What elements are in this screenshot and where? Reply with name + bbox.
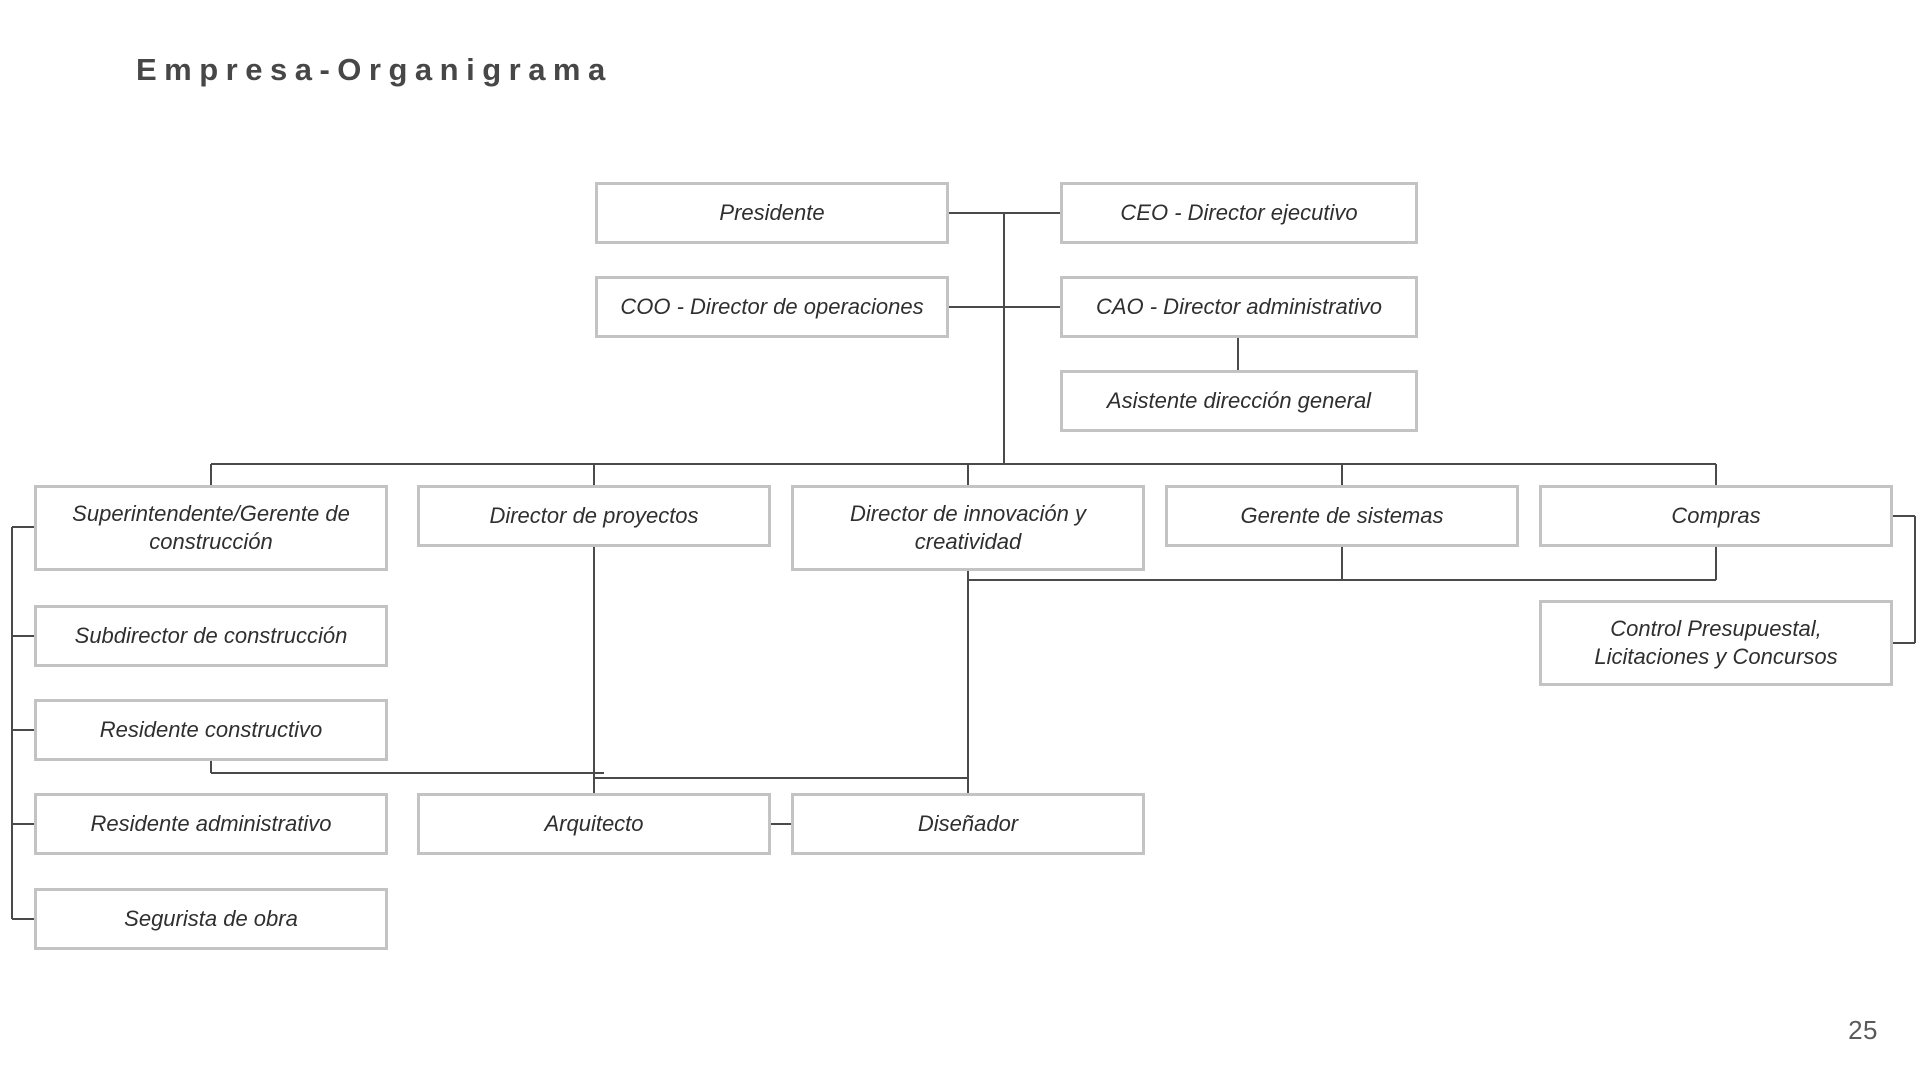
- node-director-de-innovacion-y-creatividad[interactable]: Director de innovación y creatividad: [791, 485, 1145, 571]
- node-residente-constructivo[interactable]: Residente constructivo: [34, 699, 388, 761]
- node-label: Residente administrativo: [90, 810, 332, 836]
- node-label: Director de innovación y creatividad: [849, 500, 1086, 554]
- node-label: Asistente dirección general: [1106, 387, 1372, 413]
- node-subdirector-de-construccion[interactable]: Subdirector de construcción: [34, 605, 388, 667]
- node-label: Segurista de obra: [124, 905, 298, 931]
- node-label: Superintendente/Gerente de construcción: [72, 500, 350, 554]
- node-coo-director-operaciones[interactable]: COO - Director de operaciones: [595, 276, 949, 338]
- node-compras[interactable]: Compras: [1539, 485, 1893, 547]
- node-residente-administrativo[interactable]: Residente administrativo: [34, 793, 388, 855]
- node-arquitecto[interactable]: Arquitecto: [417, 793, 771, 855]
- node-disenador[interactable]: Diseñador: [791, 793, 1145, 855]
- node-label: Control Presupuestal, Licitaciones y Con…: [1594, 615, 1838, 669]
- node-control-presupuestal-licitaciones-concursos[interactable]: Control Presupuestal, Licitaciones y Con…: [1539, 600, 1893, 686]
- node-presidente[interactable]: Presidente: [595, 182, 949, 244]
- node-label: Arquitecto: [544, 810, 644, 836]
- node-label: Presidente: [719, 199, 825, 225]
- node-superintendente-gerente-construccion[interactable]: Superintendente/Gerente de construcción: [34, 485, 388, 571]
- node-label: Gerente de sistemas: [1240, 502, 1444, 528]
- node-label: CAO - Director administrativo: [1095, 293, 1383, 319]
- node-segurista-de-obra[interactable]: Segurista de obra: [34, 888, 388, 950]
- node-label: Director de proyectos: [489, 502, 699, 528]
- node-label: Residente constructivo: [99, 716, 323, 742]
- node-label: COO - Director de operaciones: [620, 293, 924, 319]
- node-asistente-direccion-general[interactable]: Asistente dirección general: [1060, 370, 1418, 432]
- page-title: Empresa-Organigrama: [136, 52, 613, 87]
- node-cao-director-administrativo[interactable]: CAO - Director administrativo: [1060, 276, 1418, 338]
- node-director-de-proyectos[interactable]: Director de proyectos: [417, 485, 771, 547]
- node-label: CEO - Director ejecutivo: [1120, 199, 1358, 225]
- node-label: Diseñador: [917, 810, 1019, 836]
- node-label: Compras: [1671, 502, 1761, 528]
- node-ceo-director-ejecutivo[interactable]: CEO - Director ejecutivo: [1060, 182, 1418, 244]
- node-label: Subdirector de construcción: [74, 622, 348, 648]
- node-gerente-de-sistemas[interactable]: Gerente de sistemas: [1165, 485, 1519, 547]
- page-number: 25: [1848, 1015, 1878, 1045]
